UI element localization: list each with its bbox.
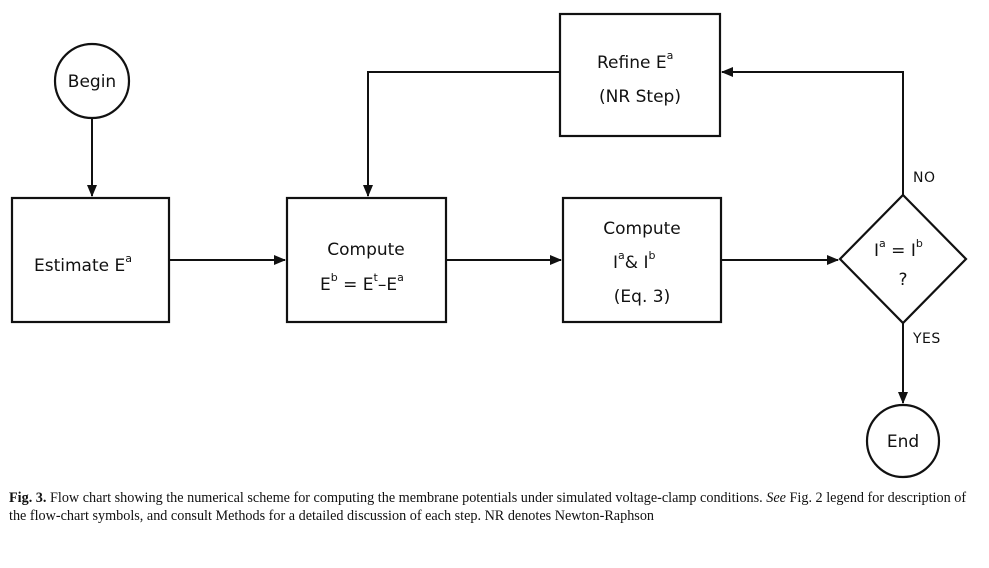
- compute-eb-equation: Eb = Et–Ea: [320, 271, 404, 295]
- compute-eb-title: Compute: [327, 240, 405, 260]
- flowchart-diagram: Begin Estimate Ea Compute Eb = Et–Ea Com…: [10, 12, 968, 479]
- no-label: NO: [913, 170, 936, 186]
- compute-eb-box: Compute Eb = Et–Ea: [285, 196, 448, 324]
- figure-caption: Fig. 3. Flow chart showing the numerical…: [9, 489, 983, 525]
- refine-nr-step: (NR Step): [599, 87, 681, 107]
- arrow-decision-no-to-refine: [721, 67, 904, 195]
- refine-label: Refine Ea: [597, 49, 673, 73]
- decision-condition: Ia = Ib: [874, 237, 923, 261]
- yes-label: YES: [912, 331, 941, 347]
- compute-i-box: Compute Ia& Ib (Eq. 3): [561, 196, 723, 324]
- decision-diamond: Ia = Ib ?: [838, 193, 968, 325]
- begin-label: Begin: [68, 72, 116, 92]
- compute-i-currents: Ia& Ib: [613, 249, 655, 273]
- caption-see-word: See: [766, 490, 786, 506]
- compute-i-title: Compute: [603, 219, 681, 239]
- refine-box: Refine Ea (NR Step): [558, 12, 722, 138]
- end-label: End: [887, 432, 919, 452]
- begin-node: Begin: [53, 42, 131, 120]
- compute-i-eq-ref: (Eq. 3): [614, 287, 670, 307]
- figure-label: Fig. 3.: [9, 490, 47, 506]
- end-node: End: [865, 403, 941, 479]
- decision-question-mark: ?: [898, 270, 907, 290]
- caption-text-1: Flow chart showing the numerical scheme …: [46, 490, 763, 506]
- estimate-label: Estimate Ea: [34, 252, 132, 276]
- caption-text-2: Fig. 2 legend for description of the flo…: [9, 490, 967, 524]
- arrow-refine-to-compute-eb: [363, 71, 560, 197]
- estimate-box: Estimate Ea: [10, 196, 171, 324]
